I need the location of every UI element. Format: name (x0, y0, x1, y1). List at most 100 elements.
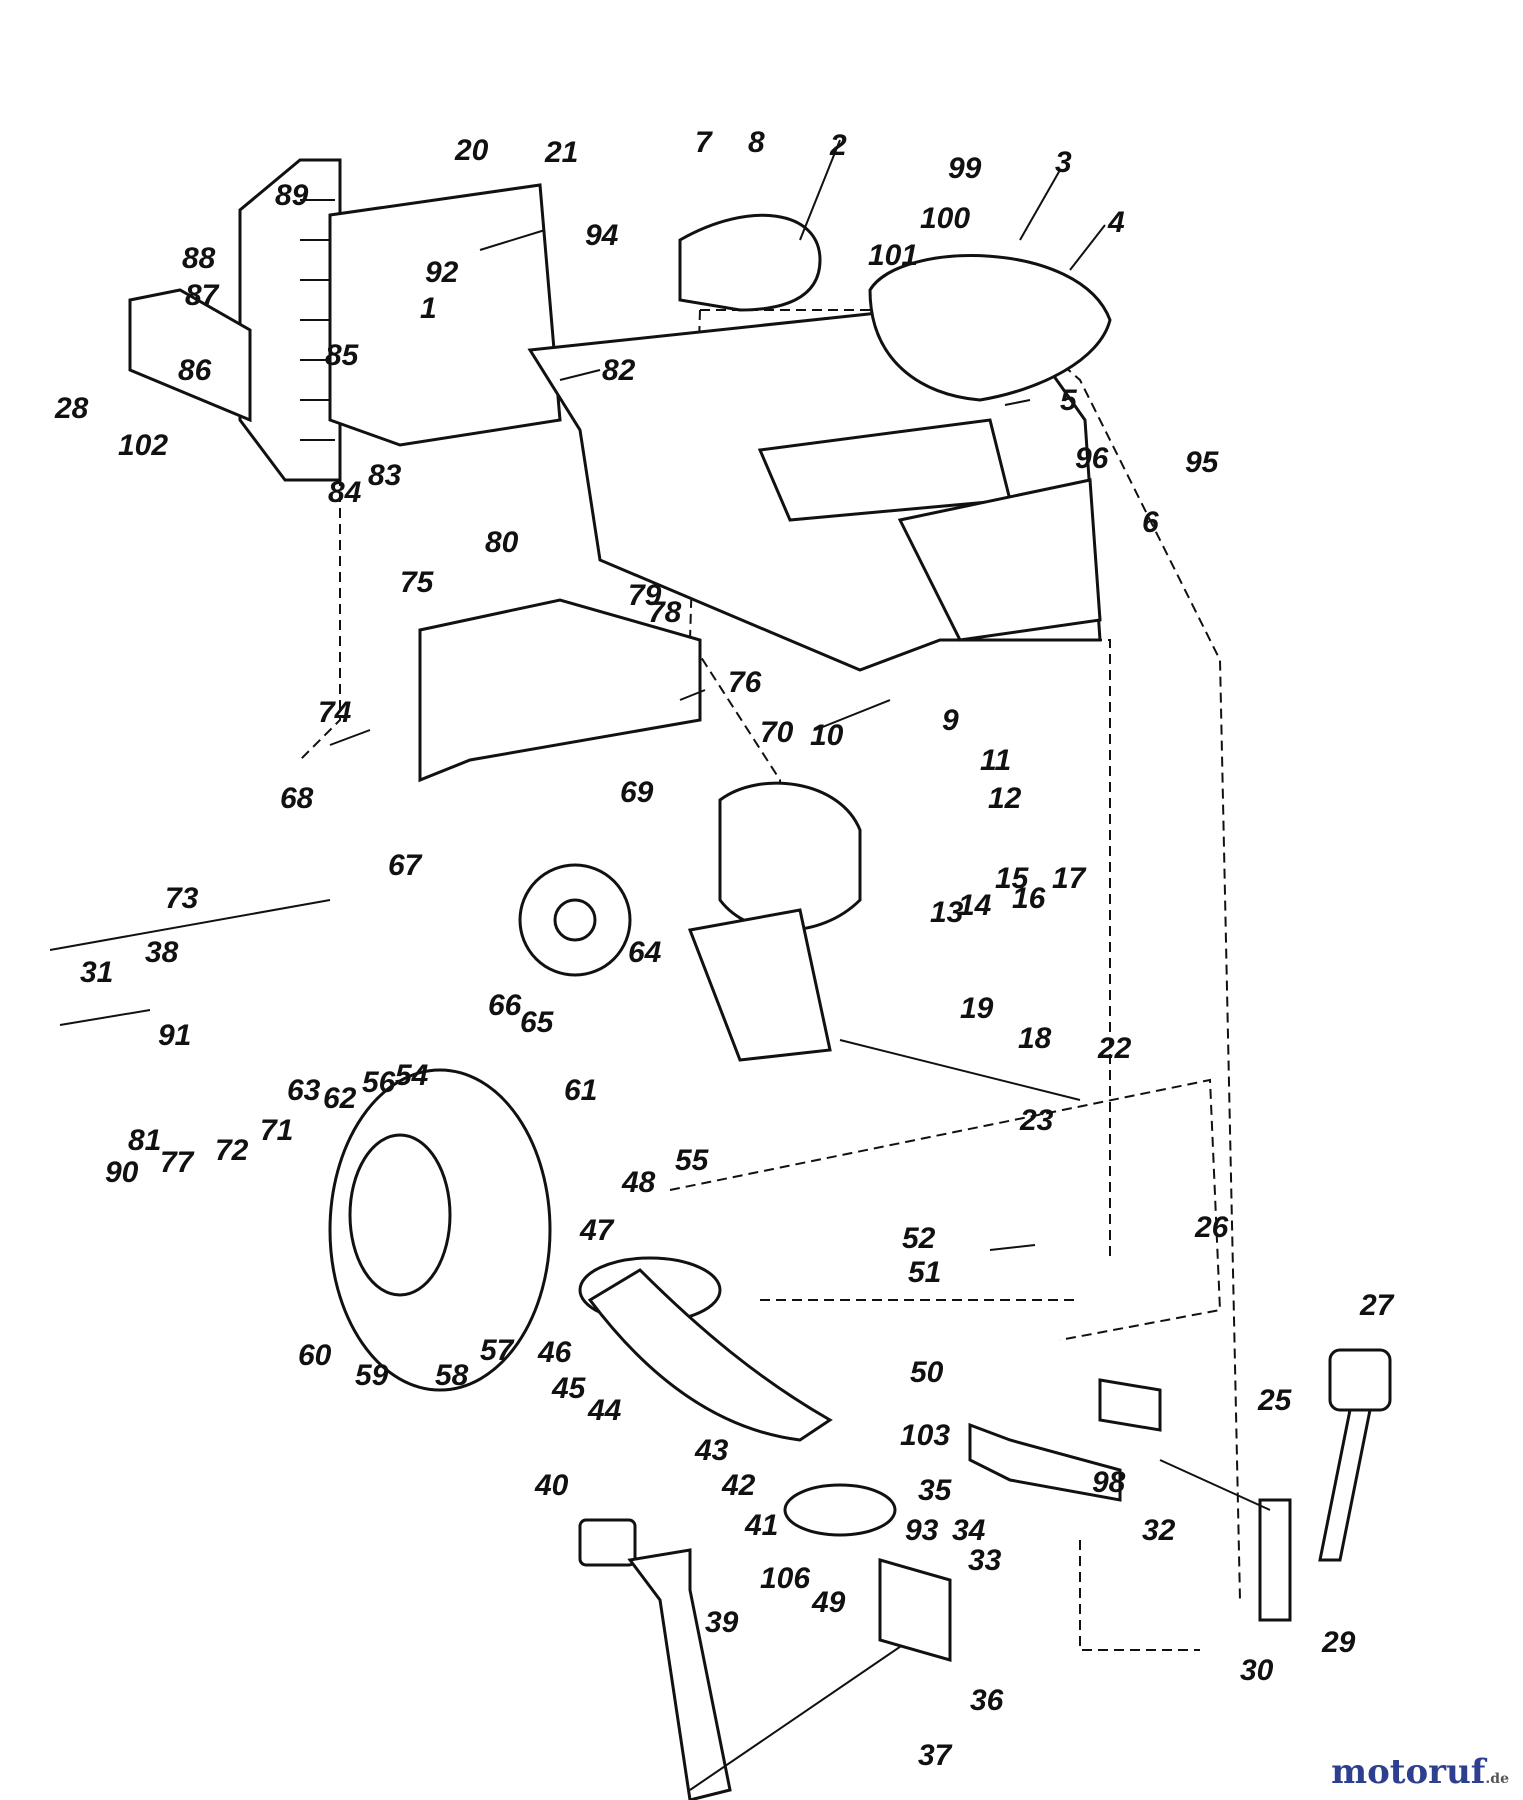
callout-95: 95 (1185, 446, 1220, 479)
callout-59: 59 (355, 1359, 389, 1392)
callout-23: 23 (1019, 1104, 1054, 1137)
callout-36: 36 (970, 1684, 1004, 1717)
callout-83: 83 (368, 459, 402, 492)
callout-74: 74 (318, 696, 352, 729)
callout-38: 38 (145, 936, 179, 969)
transmission-bracket-75 (418, 598, 702, 783)
callout-98: 98 (1092, 1466, 1126, 1499)
callout-78: 78 (648, 596, 682, 629)
callout-106: 106 (760, 1562, 810, 1595)
callout-31: 31 (80, 956, 113, 989)
callout-34: 34 (952, 1514, 986, 1547)
callout-64: 64 (628, 936, 662, 969)
callout-6: 6 (1142, 506, 1159, 539)
callout-16: 16 (1012, 882, 1046, 915)
callout-43: 43 (694, 1434, 729, 1467)
callout-73: 73 (165, 882, 199, 915)
callout-35: 35 (918, 1474, 953, 1507)
callout-58: 58 (435, 1359, 469, 1392)
callout-71: 71 (260, 1114, 293, 1147)
callout-46: 46 (537, 1336, 572, 1369)
callout-54: 54 (395, 1059, 429, 1092)
callout-62: 62 (323, 1082, 357, 1115)
rod-32 (1159, 1459, 1271, 1511)
brand-name: motoruf (1331, 1752, 1486, 1792)
callout-63: 63 (287, 1074, 321, 1107)
brand-watermark: motoruf.de (1331, 1752, 1509, 1792)
callout-70: 70 (760, 716, 794, 749)
callout-90: 90 (105, 1156, 139, 1189)
callout-80: 80 (485, 526, 519, 559)
callout-84: 84 (328, 476, 362, 509)
callout-93: 93 (905, 1514, 939, 1547)
callout-66: 66 (488, 989, 522, 1022)
callout-5: 5 (1060, 384, 1078, 417)
callout-52: 52 (902, 1222, 936, 1255)
callout-49: 49 (811, 1586, 846, 1619)
callout-22: 22 (1097, 1032, 1132, 1065)
callout-4: 4 (1107, 206, 1125, 239)
callout-69: 69 (620, 776, 654, 809)
callout-48: 48 (621, 1166, 656, 1199)
callout-102: 102 (118, 429, 168, 462)
seat-plate-4 (868, 254, 1112, 402)
mount-plate-64 (687, 908, 832, 1062)
callout-39: 39 (705, 1606, 739, 1639)
callout-13: 13 (930, 896, 964, 929)
callout-20: 20 (454, 134, 489, 167)
callout-77: 77 (160, 1146, 195, 1179)
callout-17: 17 (1052, 862, 1087, 895)
callout-26: 26 (1194, 1211, 1229, 1244)
callout-2: 2 (829, 129, 847, 162)
callout-18: 18 (1018, 1022, 1052, 1055)
callout-81: 81 (128, 1124, 161, 1157)
callout-57: 57 (480, 1334, 515, 1367)
wheel-58 (328, 1068, 552, 1392)
callout-67: 67 (388, 849, 423, 882)
callout-51: 51 (908, 1256, 941, 1289)
callout-15: 15 (995, 862, 1030, 895)
frame-plate-35 (968, 1422, 1122, 1502)
callout-103: 103 (900, 1419, 950, 1452)
callout-29: 29 (1321, 1626, 1356, 1659)
dash-panel-96 (897, 478, 1102, 642)
callout-86: 86 (178, 354, 212, 387)
callout-96: 96 (1075, 442, 1109, 475)
callout-75: 75 (400, 566, 435, 599)
callout-40: 40 (534, 1469, 569, 1502)
pedal-27 (1318, 1348, 1392, 1562)
callout-61: 61 (564, 1074, 597, 1107)
callout-19: 19 (960, 992, 994, 1025)
callout-89: 89 (275, 179, 309, 212)
callout-101: 101 (868, 239, 918, 272)
rod-22 (839, 1039, 1081, 1101)
callout-1: 1 (420, 292, 437, 325)
callout-11: 11 (980, 744, 1011, 777)
callout-10: 10 (810, 719, 844, 752)
pulley-41 (783, 1483, 897, 1537)
side-panel-89 (238, 158, 342, 482)
callout-87: 87 (185, 279, 220, 312)
callout-8: 8 (748, 126, 765, 159)
callout-100: 100 (920, 202, 970, 235)
bracket-linkage-73 (49, 899, 331, 1026)
rear-panel-94 (328, 183, 562, 447)
callout-88: 88 (182, 242, 216, 275)
callout-30: 30 (1240, 1654, 1274, 1687)
callout-45: 45 (551, 1372, 587, 1405)
callout-32: 32 (1142, 1514, 1176, 1547)
callout-55: 55 (675, 1144, 710, 1177)
callout-44: 44 (587, 1394, 622, 1427)
cover-2 (678, 213, 822, 312)
callout-9: 9 (942, 704, 959, 737)
callout-3: 3 (1055, 146, 1072, 179)
callout-28: 28 (54, 392, 89, 425)
callout-12: 12 (988, 782, 1022, 815)
callout-92: 92 (425, 256, 459, 289)
bracket-36 (878, 1558, 952, 1662)
callout-leaders (329, 139, 1106, 1251)
sprocket-61 (518, 863, 632, 977)
brand-tld: .de (1485, 1771, 1509, 1787)
callout-60: 60 (298, 1339, 332, 1372)
callout-labels: 1 2 3 4 5 6 7 8 9 10 11 12 13 14 15 16 1… (54, 126, 1395, 1772)
